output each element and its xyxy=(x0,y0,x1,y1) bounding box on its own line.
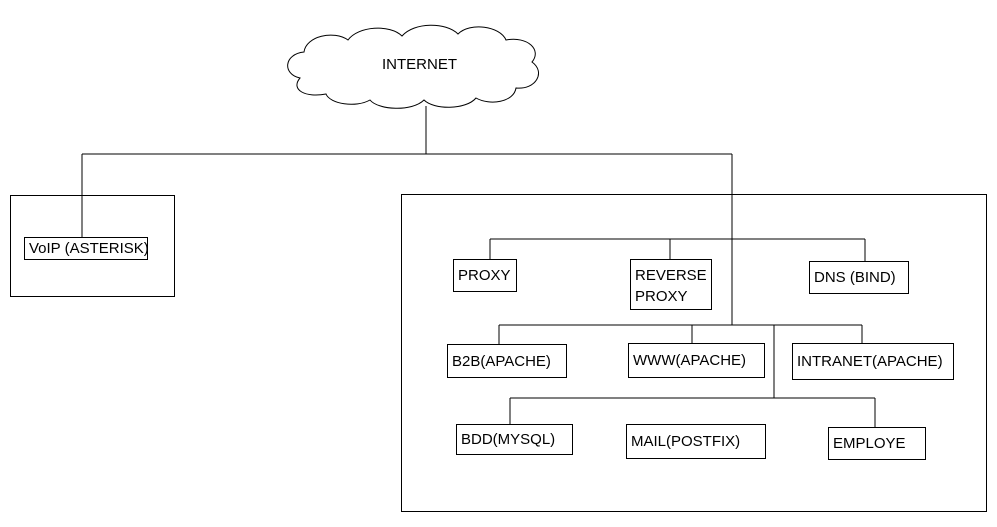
b2b-apache-node: B2B(APACHE) xyxy=(447,344,567,378)
bdd-mysql-node: BDD(MYSQL) xyxy=(456,424,573,455)
reverse-proxy-label-line2: PROXY xyxy=(635,288,688,305)
internet-cloud xyxy=(287,24,539,109)
intranet-apache-node: INTRANET(APACHE) xyxy=(792,343,954,380)
server-group-frame xyxy=(401,194,987,512)
employe-node: EMPLOYE xyxy=(828,427,926,460)
voip-asterisk-node: VoIP (ASTERISK) xyxy=(24,237,149,260)
dns-bind-node: DNS (BIND) xyxy=(809,261,909,294)
reverse-proxy-label-line1: REVERSE xyxy=(635,267,707,284)
mail-postfix-node: MAIL(POSTFIX) xyxy=(626,424,766,459)
www-apache-node: WWW(APACHE) xyxy=(628,343,765,378)
reverse-proxy-node: REVERSE PROXY xyxy=(630,259,712,310)
internet-label: INTERNET xyxy=(382,56,457,73)
proxy-node: PROXY xyxy=(453,259,517,292)
voip-group-frame xyxy=(10,195,175,297)
